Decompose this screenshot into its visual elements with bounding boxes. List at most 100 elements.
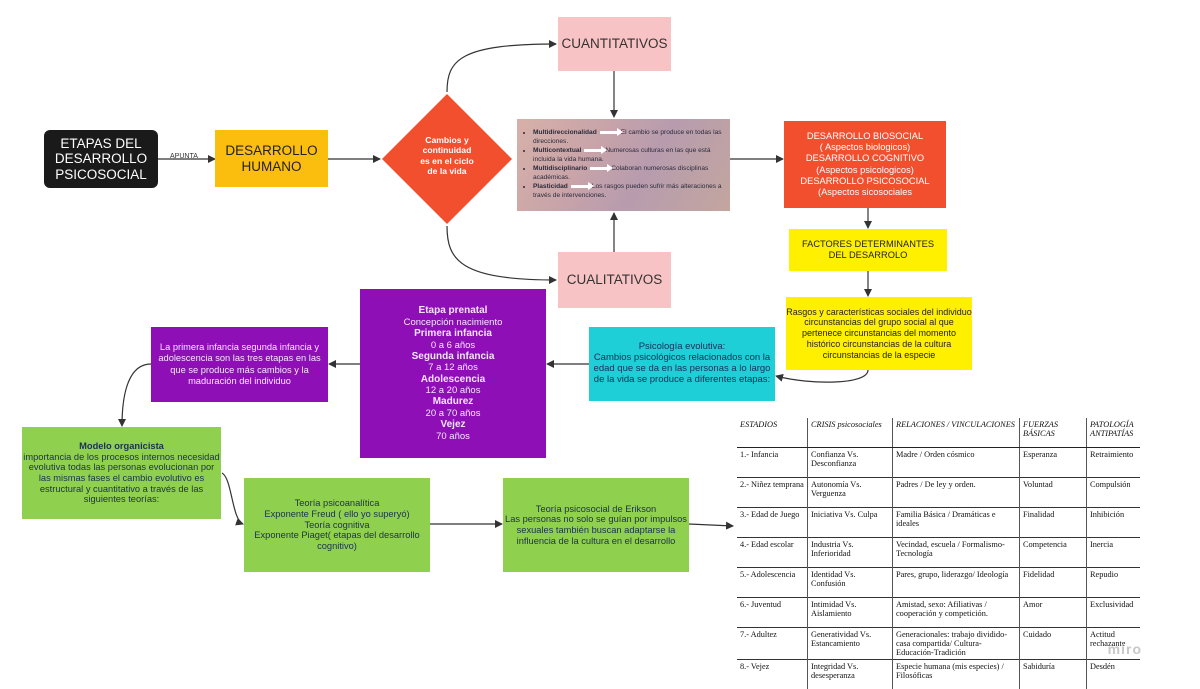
cell-fuerza: Competencia (1020, 538, 1087, 568)
header-relaciones: RELACIONES / VINCULACIONES (893, 418, 1020, 448)
header-fuerzas: FUERZAS BÁSICAS (1020, 418, 1087, 448)
cell-crisis: Generatividad Vs. Estancamiento (808, 628, 893, 660)
infancia-node[interactable]: La primera infancia segunda infancia y a… (151, 327, 328, 402)
bio-line-3: DESARROLLO COGNITIVO (806, 153, 924, 164)
title-node[interactable]: ETAPAS DEL DESARROLLO PSICOSOCIAL (44, 130, 158, 188)
arrow-right-icon (600, 131, 618, 134)
cualitativos-node[interactable]: CUALITATIVOS (558, 252, 671, 308)
cell-relaciones: Pares, grupo, liderazgo/ Ideología (893, 568, 1020, 598)
desarrollo-humano-node[interactable]: DESARROLLO HUMANO (215, 130, 328, 187)
cell-fuerza: Esperanza (1020, 448, 1087, 478)
biosocial-node[interactable]: DESARROLLO BIOSOCIAL ( Aspectos biologic… (784, 121, 946, 208)
cell-patologia: Retraimiento (1087, 448, 1141, 478)
etapa-range: 12 a 20 años (426, 385, 481, 396)
etapa-range: Concepción nacimiento (404, 317, 503, 328)
cell-relaciones: Amistad, sexo: Afiliativas / cooperación… (893, 598, 1020, 628)
link-rasgos-cyan (776, 370, 868, 382)
apunta-label: APUNTA (170, 153, 198, 160)
psico-line-2: Exponente Freud ( ello yo superyó) (264, 509, 409, 520)
cell-estadio: 3.- Edad de Juego (737, 508, 808, 538)
rasgos-node[interactable]: Rasgos y características sociales del in… (786, 297, 972, 370)
cell-crisis: Iniciativa Vs. Culpa (808, 508, 893, 538)
table-header-row: ESTADIOS CRISIS psicosociales RELACIONES… (737, 418, 1140, 448)
psico-line-3: Teoría cognitiva (304, 520, 369, 531)
etapa-range: 0 a 6 años (431, 340, 475, 351)
cambios-line-3: es en el ciclo (400, 156, 494, 166)
erikson-title: Teoría psicosocial de Erikson (536, 504, 656, 515)
link-diamond-cual (447, 226, 556, 280)
link-infancia-modelo (122, 364, 151, 426)
etapa-range: 70 años (436, 431, 470, 442)
cell-relaciones: Vecindad, escuela / Formalismo-Tecnologí… (893, 538, 1020, 568)
etapa-range: 20 a 70 años (426, 408, 481, 419)
etapa-title: Vejez (440, 419, 465, 431)
factores-node[interactable]: FACTORES DETERMINANTES DEL DESARROLO (789, 229, 947, 271)
etapa-range: 7 a 12 años (428, 362, 478, 373)
cell-fuerza: Amor (1020, 598, 1087, 628)
cell-crisis: Intimidad Vs. Aislamiento (808, 598, 893, 628)
link-modelo-psico (222, 473, 243, 524)
multi-term: Multidireccionalidad (533, 129, 597, 136)
cell-crisis: Autonomía Vs. Verguenza (808, 478, 893, 508)
cambios-text: Cambios y continuidad es en el ciclo de … (400, 135, 494, 176)
cell-crisis: Industria Vs. Inferioridad (808, 538, 893, 568)
cuantitativos-node[interactable]: CUANTITATIVOS (558, 17, 671, 71)
modelo-organicista-node[interactable]: Modelo organicista importancia de los pr… (22, 427, 221, 519)
cell-estadio: 2.- Niñez temprana (737, 478, 808, 508)
arrow-right-icon (571, 185, 589, 188)
modelo-desc: importancia de los procesos internos nec… (22, 452, 221, 505)
multi-term: Plasticidad (533, 183, 568, 190)
title-line-3: PSICOSOCIAL (55, 167, 147, 183)
title-line-1: ETAPAS DEL (60, 136, 141, 152)
cell-fuerza: Fidelidad (1020, 568, 1087, 598)
psico-line-1: Teoría psicoanalítica (295, 498, 380, 509)
etapas-node[interactable]: Etapa prenatal Concepción nacimiento Pri… (360, 289, 546, 458)
header-crisis: CRISIS psicosociales (808, 418, 893, 448)
dh-line-2: HUMANO (242, 159, 302, 175)
cell-relaciones: Madre / Orden cósmico (893, 448, 1020, 478)
cell-estadio: 1.- Infancia (737, 448, 808, 478)
cell-fuerza: Voluntad (1020, 478, 1087, 508)
header-estadios: ESTADIOS (737, 418, 808, 448)
cell-relaciones: Familia Básica / Dramáticas e ideales (893, 508, 1020, 538)
arrow-right-icon (584, 149, 602, 152)
link-diamond-cuant (447, 44, 556, 92)
etapa-title: Adolescencia (421, 374, 485, 386)
bio-line-1: DESARROLLO BIOSOCIAL (807, 131, 923, 142)
cell-crisis: Identidad Vs. Confusión (808, 568, 893, 598)
bio-line-5: DESARROLLO PSICOSOCIAL (800, 176, 929, 187)
factores-line-2: DEL DESARROLO (829, 250, 908, 261)
psicologia-evolutiva-node[interactable]: Psicología evolutiva: Cambios psicológic… (589, 327, 775, 401)
multi-term: Multidisciplinario (533, 165, 587, 172)
etapa-title: Etapa prenatal (419, 305, 488, 317)
modelo-title: Modelo organicista (79, 441, 164, 452)
cell-estadio: 4.- Edad escolar (737, 538, 808, 568)
miro-watermark: miro (1108, 641, 1142, 657)
multi-term: Multicontextual (533, 147, 581, 154)
cell-patologia: Inhibición (1087, 508, 1141, 538)
cell-fuerza: Cuidado (1020, 628, 1087, 660)
erikson-stages-table: ESTADIOS CRISIS psicosociales RELACIONES… (737, 418, 1140, 689)
arrow-right-icon (590, 167, 608, 170)
cambios-line-2: continuidad (400, 145, 494, 155)
teoria-erikson-node[interactable]: Teoría psicosocial de Erikson Las person… (503, 478, 689, 572)
psicologia-desc: Cambios psicológicos relacionados con la… (589, 353, 775, 386)
etapa-title: Primera infancia (414, 328, 492, 340)
cell-relaciones: Padres / De ley y orden. (893, 478, 1020, 508)
bio-line-6: (Aspectos sicosociales (818, 187, 912, 198)
psico-line-4: Exponente Piaget( etapas del desarrollo … (244, 530, 430, 551)
etapa-title: Madurez (433, 396, 474, 408)
teoria-psicoanalitica-node[interactable]: Teoría psicoanalítica Exponente Freud ( … (244, 478, 430, 572)
cell-patologia: Repudio (1087, 568, 1141, 598)
erikson-desc: Las personas no solo se guían por impuls… (503, 514, 689, 546)
cell-patologia: Compulsión (1087, 478, 1141, 508)
